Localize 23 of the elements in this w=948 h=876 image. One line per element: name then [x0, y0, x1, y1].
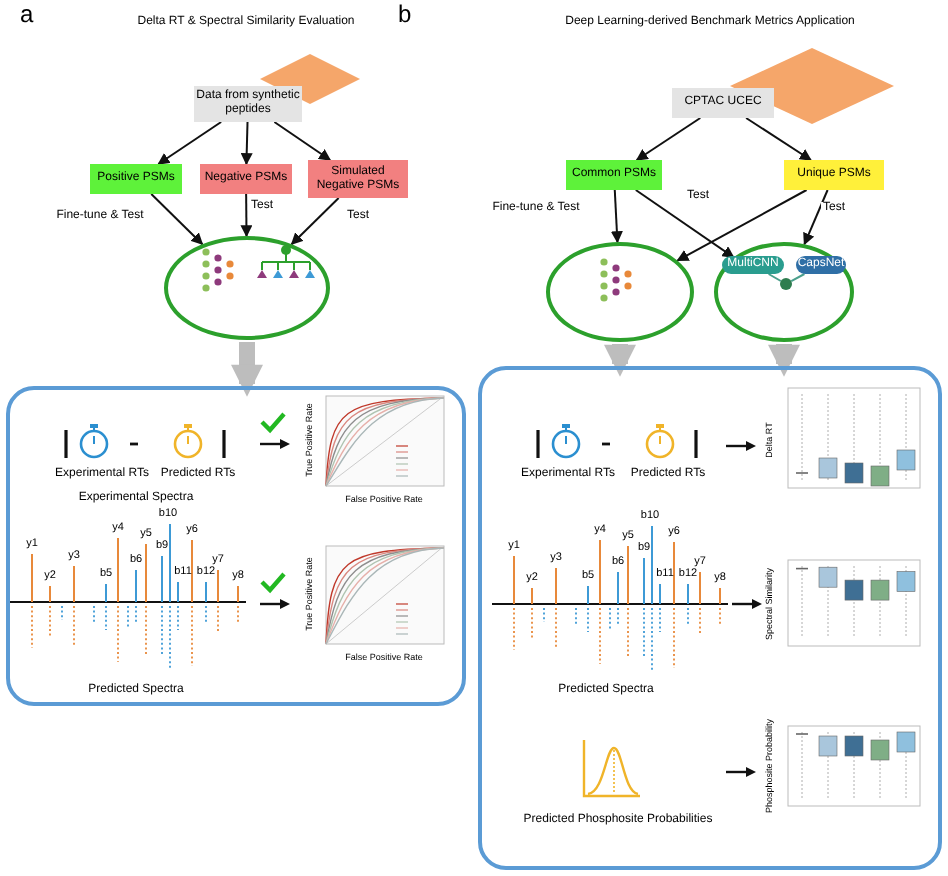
arrow [150, 193, 204, 246]
arrow [635, 117, 702, 161]
results-panel [6, 386, 466, 706]
block-arrow [768, 344, 800, 377]
block-arrow [604, 344, 636, 377]
arrow [745, 117, 812, 161]
arrow [610, 189, 623, 244]
diamond-shape [730, 48, 894, 124]
arrow [240, 193, 253, 238]
arrow [273, 121, 332, 161]
arrow [634, 189, 735, 259]
block-arrow [231, 342, 263, 397]
connector-line [790, 273, 806, 283]
panel-letter: b [398, 2, 412, 26]
connector-line [767, 273, 782, 282]
model-ellipse [714, 242, 854, 342]
arrow [676, 189, 808, 262]
arrow [290, 197, 340, 246]
arrow [803, 189, 829, 246]
panel-letter: a [20, 2, 34, 26]
arrow [240, 121, 253, 166]
arrow [157, 121, 223, 165]
results-panel [478, 366, 942, 870]
